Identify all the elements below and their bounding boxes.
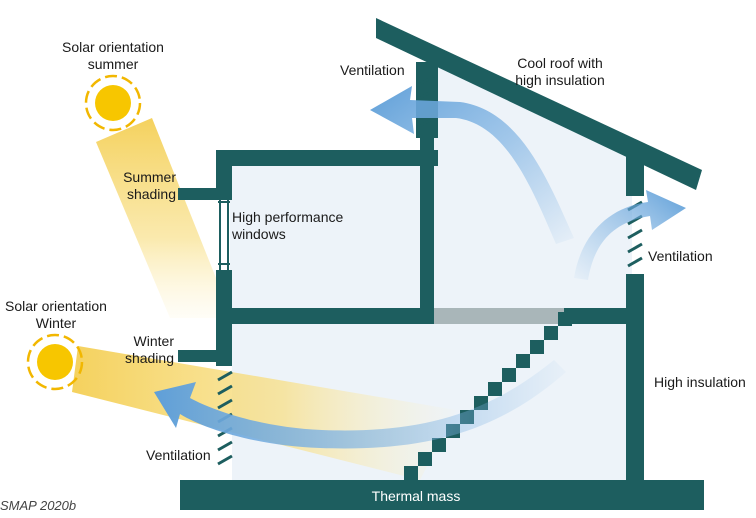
right-wall-upper <box>626 150 644 196</box>
roof <box>376 18 702 190</box>
interior-wall <box>420 136 434 314</box>
summer-shading-overhang <box>178 188 232 200</box>
louvre-top <box>419 74 435 128</box>
airflow-arrow-top <box>370 86 574 244</box>
landing <box>432 308 564 324</box>
airflow-arrow-right <box>574 190 686 280</box>
winter-shading-overhang <box>178 350 232 362</box>
house-structure <box>178 18 704 510</box>
left-wall-mid <box>216 270 232 310</box>
airflow-arrow-bottom <box>154 360 566 449</box>
floor-slab <box>180 480 704 510</box>
summer-sun-icon <box>84 74 142 132</box>
interior-wall-upper <box>416 62 438 138</box>
upper-floor-right <box>564 308 644 324</box>
ventilation-top-label: Ventilation <box>340 62 405 78</box>
upper-room-ceiling <box>216 150 438 166</box>
upper-left-room <box>230 166 420 308</box>
right-wall-lower <box>626 274 644 480</box>
upper-floor <box>216 308 434 324</box>
ventilation-bottom-label: Ventilation <box>146 447 211 463</box>
summer-sun-beam <box>96 118 232 318</box>
winter-sun-icon <box>26 333 84 391</box>
staircase <box>404 312 572 480</box>
thermal-mass-label: Thermal mass <box>371 488 461 504</box>
high-insulation-label: High insulation <box>654 374 746 390</box>
high-performance-window <box>218 196 230 270</box>
ventilation-right-label: Ventilation <box>648 248 713 264</box>
source-credit: SMAP 2020b <box>0 498 77 513</box>
